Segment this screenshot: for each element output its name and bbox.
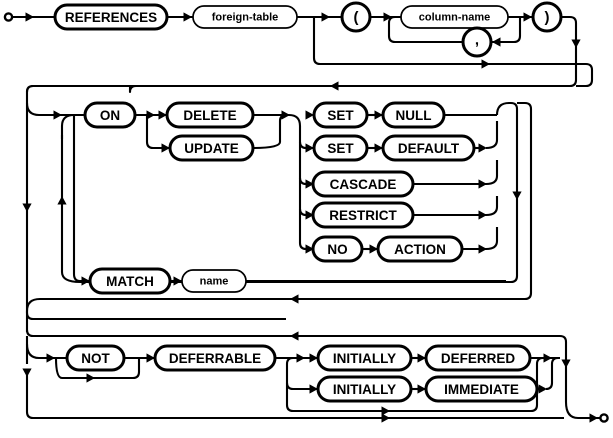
rail-row1-to-row2 (136, 44, 578, 88)
rail-cascade-join (485, 160, 499, 186)
arrow-icon (46, 353, 55, 363)
node-restrict-label: RESTRICT (329, 208, 397, 223)
rail-sec3-topright (286, 334, 568, 402)
end-marker (599, 413, 609, 423)
rail-paren-bypass (312, 17, 586, 66)
rail-action-fan (288, 113, 313, 251)
rail-comma-left (387, 15, 463, 44)
node-default-label: DEFAULT (398, 141, 460, 156)
node-rparen-label: ) (545, 9, 550, 26)
rail-collector-top (495, 101, 511, 116)
node-delete-label: DELETE (183, 108, 236, 123)
arrow-icon (290, 294, 299, 304)
node-name-label: name (200, 276, 229, 288)
node-foreign-table-label: foreign-table (212, 12, 279, 24)
node-set1-label: SET (327, 108, 354, 123)
rail-on-loopback (80, 101, 519, 284)
node-on-label: ON (100, 108, 120, 123)
rail-init2-fork (285, 356, 318, 391)
arrow-icon (478, 244, 487, 254)
node-comma-label: , (475, 32, 479, 49)
start-marker (3, 12, 14, 22)
arrow-icon (589, 413, 598, 423)
rail-immediate-join (545, 356, 559, 391)
node-deferrable-label: DEFERRABLE (169, 351, 261, 366)
rail-restrict-join (485, 196, 499, 217)
arrow-icon (330, 81, 339, 91)
rail-comma-right (490, 17, 522, 44)
rail-bypass-join3 (530, 356, 544, 413)
arrow-icon (53, 110, 62, 120)
arrow-icon (478, 179, 487, 189)
rail-repeat-up (60, 135, 81, 284)
rail-sec3-top (25, 297, 286, 338)
rail-match-fork (72, 115, 90, 283)
node-action-label: ACTION (394, 242, 446, 257)
rail-update-fork (145, 115, 170, 150)
rail-default-join (485, 121, 499, 150)
node-deferred-label: DEFERRED (441, 351, 516, 366)
node-match-label: MATCH (106, 274, 154, 289)
rail-after-rparen (561, 15, 578, 41)
rail-bypass-join (576, 62, 594, 88)
arrow-icon (478, 143, 487, 153)
rail-sec2-left-bottom (25, 208, 286, 321)
arrow-icon (512, 191, 522, 200)
rail-upd-merge (252, 113, 287, 150)
node-cascade-label: CASCADE (330, 177, 397, 192)
node-initially2-label: INITIALLY (333, 382, 396, 397)
arrow-icon (321, 12, 330, 22)
arrow-icon (296, 353, 305, 363)
rail-fan3 (298, 177, 313, 186)
arrow-icon (492, 37, 501, 47)
rail-action-join (485, 227, 499, 251)
node-lparen-label: ( (354, 9, 359, 26)
node-comma[interactable] (461, 26, 493, 58)
arrow-icon (173, 276, 182, 286)
node-immediate-label: IMMEDIATE (444, 382, 519, 397)
arrow-icon (523, 12, 532, 22)
node-update-label: UPDATE (184, 141, 239, 156)
arrow-icon (561, 359, 571, 368)
node-not-label: NOT (81, 351, 110, 366)
arrow-icon (57, 196, 67, 205)
node-column-name-label: column-name (419, 12, 491, 24)
arrow-icon (381, 406, 390, 416)
rail-sec2-top (25, 84, 136, 93)
node-null-label: NULL (396, 108, 432, 123)
node-set2-label: SET (327, 141, 354, 156)
rail-final (564, 401, 600, 420)
rail-sec3-bottom (25, 372, 564, 420)
rail-sec2-entry (25, 102, 85, 117)
arrow-icon (478, 210, 487, 220)
arrow-icon (25, 12, 34, 22)
arrow-icon (281, 110, 290, 120)
rail-not-bypass (54, 357, 141, 380)
rail-fan4 (298, 208, 313, 217)
node-references-label: REFERENCES (65, 10, 157, 25)
arrow-icon (183, 12, 192, 22)
arrow-icon (543, 353, 552, 363)
rail-fan2 (298, 141, 313, 150)
arrow-icon (538, 384, 547, 394)
node-no-label: NO (327, 242, 347, 257)
node-initially1-label: INITIALLY (333, 351, 396, 366)
arrow-icon (481, 59, 490, 69)
arrow-icon (86, 373, 95, 383)
rail-sec2-exit (40, 101, 533, 301)
rail-initially-bypass (285, 383, 531, 413)
